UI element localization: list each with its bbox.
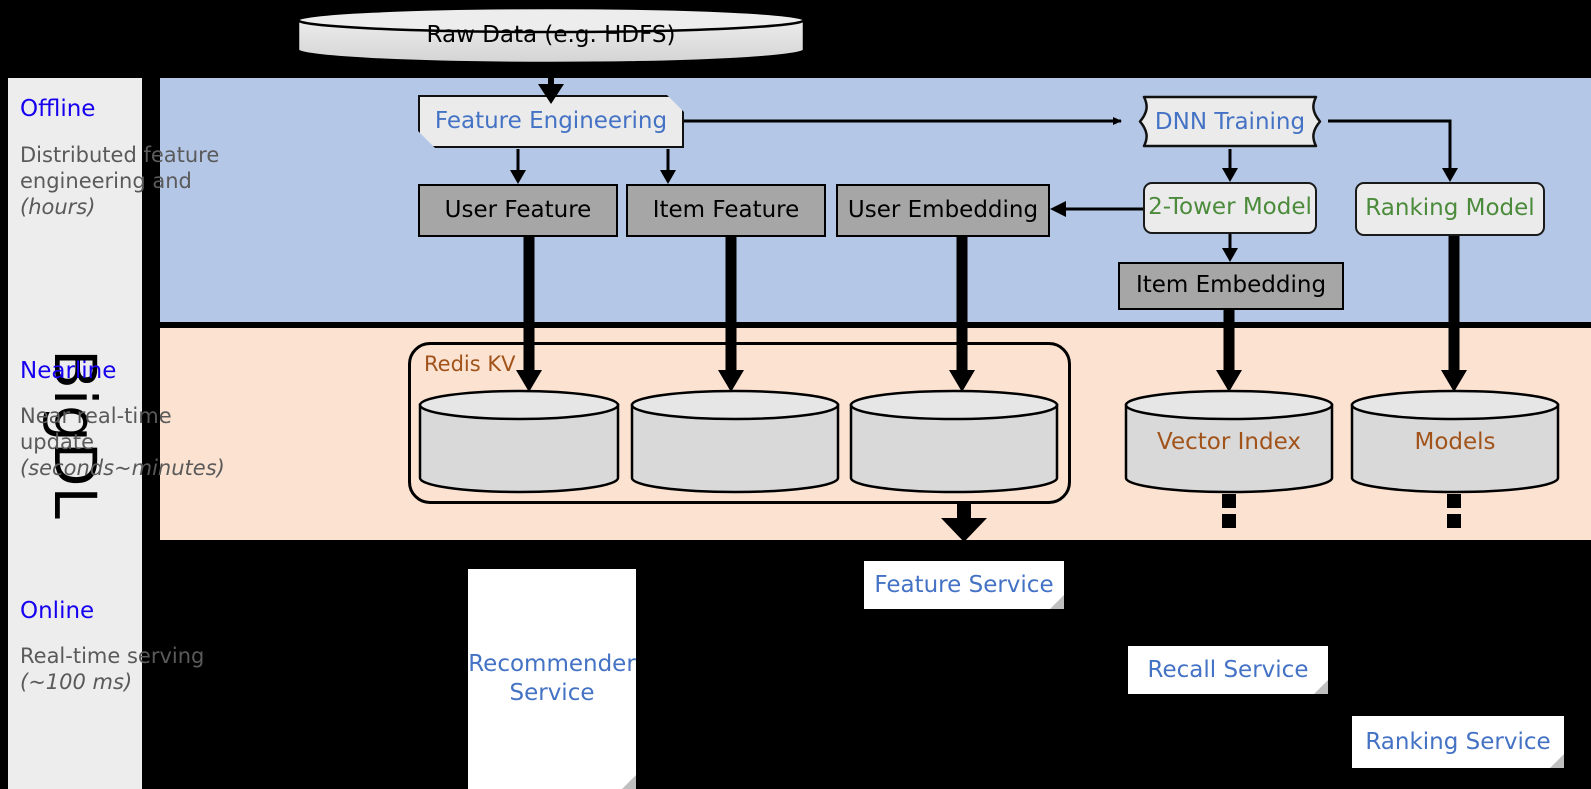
- band-desc-online-text: Real-time serving: [20, 644, 205, 668]
- ranking-service-note[interactable]: Ranking Service: [1352, 716, 1564, 768]
- models-cylinder: Models: [1350, 389, 1560, 494]
- models-label: Models: [1414, 428, 1496, 455]
- feature-engineering-node[interactable]: Feature Engineering: [418, 95, 684, 148]
- item-embedding-node[interactable]: Item Embedding: [1118, 262, 1344, 310]
- feature-service-note[interactable]: Feature Service: [864, 561, 1064, 609]
- band-desc-nearline-text: Near real-time update: [20, 404, 172, 454]
- redis-store-label-2: [630, 389, 840, 494]
- redis-store-label-1: [418, 389, 620, 494]
- user-embedding-label: User Embedding: [847, 196, 1039, 223]
- recall-service-note[interactable]: Recall Service: [1128, 646, 1328, 694]
- band-title-online: Online: [20, 598, 95, 624]
- redis-store-cylinder-2: [630, 389, 840, 494]
- feature-service-label: Feature Service: [874, 571, 1054, 598]
- redis-store-cylinder-1: [418, 389, 620, 494]
- recall-service-label: Recall Service: [1147, 656, 1309, 683]
- band-desc-offline: Distributed feature engineering and (hou…: [20, 143, 235, 220]
- band-desc-nearline-italic: (seconds~minutes): [20, 455, 225, 480]
- vector-index-label: Vector Index: [1157, 428, 1301, 455]
- raw-data-label: Raw Data (e.g. HDFS): [426, 22, 676, 48]
- ranking-model-node[interactable]: Ranking Model: [1355, 182, 1545, 236]
- page-fold-icon: [1050, 595, 1064, 609]
- dnn-training-label: DNN Training: [1154, 108, 1306, 135]
- band-desc-offline-text: Distributed feature engineering and: [20, 143, 220, 193]
- bigdl-rail: BigDL: [8, 78, 142, 789]
- two-tower-model-label: 2-Tower Model: [1148, 194, 1312, 221]
- band-title-nearline: Nearline: [20, 358, 117, 384]
- recommender-service-note[interactable]: Recommender Service: [468, 569, 636, 789]
- dnn-training-node[interactable]: DNN Training: [1132, 95, 1328, 148]
- raw-data-cylinder: Raw Data (e.g. HDFS): [296, 6, 806, 64]
- user-feature-label: User Feature: [444, 196, 592, 223]
- item-embedding-label: Item Embedding: [1135, 272, 1327, 299]
- item-feature-node[interactable]: Item Feature: [626, 184, 826, 237]
- two-tower-model-node[interactable]: 2-Tower Model: [1143, 182, 1317, 234]
- band-desc-online: Real-time serving (~100 ms): [20, 644, 235, 696]
- band-desc-offline-italic: (hours): [20, 194, 96, 219]
- band-desc-online-italic: (~100 ms): [20, 669, 133, 694]
- redis-store-cylinder-3: [849, 389, 1059, 494]
- ranking-service-label: Ranking Service: [1365, 728, 1551, 755]
- redis-kv-group: [408, 342, 1071, 504]
- user-feature-node[interactable]: User Feature: [418, 184, 618, 237]
- user-embedding-node[interactable]: User Embedding: [836, 184, 1050, 237]
- page-fold-icon: [1550, 754, 1564, 768]
- redis-kv-label: Redis KV: [424, 352, 516, 376]
- redis-store-label-3: [849, 389, 1059, 494]
- feature-engineering-label: Feature Engineering: [434, 107, 668, 134]
- ranking-model-label: Ranking Model: [1365, 195, 1535, 222]
- page-fold-icon: [622, 775, 636, 789]
- band-desc-nearline: Near real-time update (seconds~minutes): [20, 404, 235, 481]
- item-feature-label: Item Feature: [652, 196, 800, 223]
- page-fold-icon: [1314, 680, 1328, 694]
- band-title-offline: Offline: [20, 96, 96, 122]
- vector-index-cylinder: Vector Index: [1124, 389, 1334, 494]
- recommender-service-label: Recommender Service: [468, 651, 636, 706]
